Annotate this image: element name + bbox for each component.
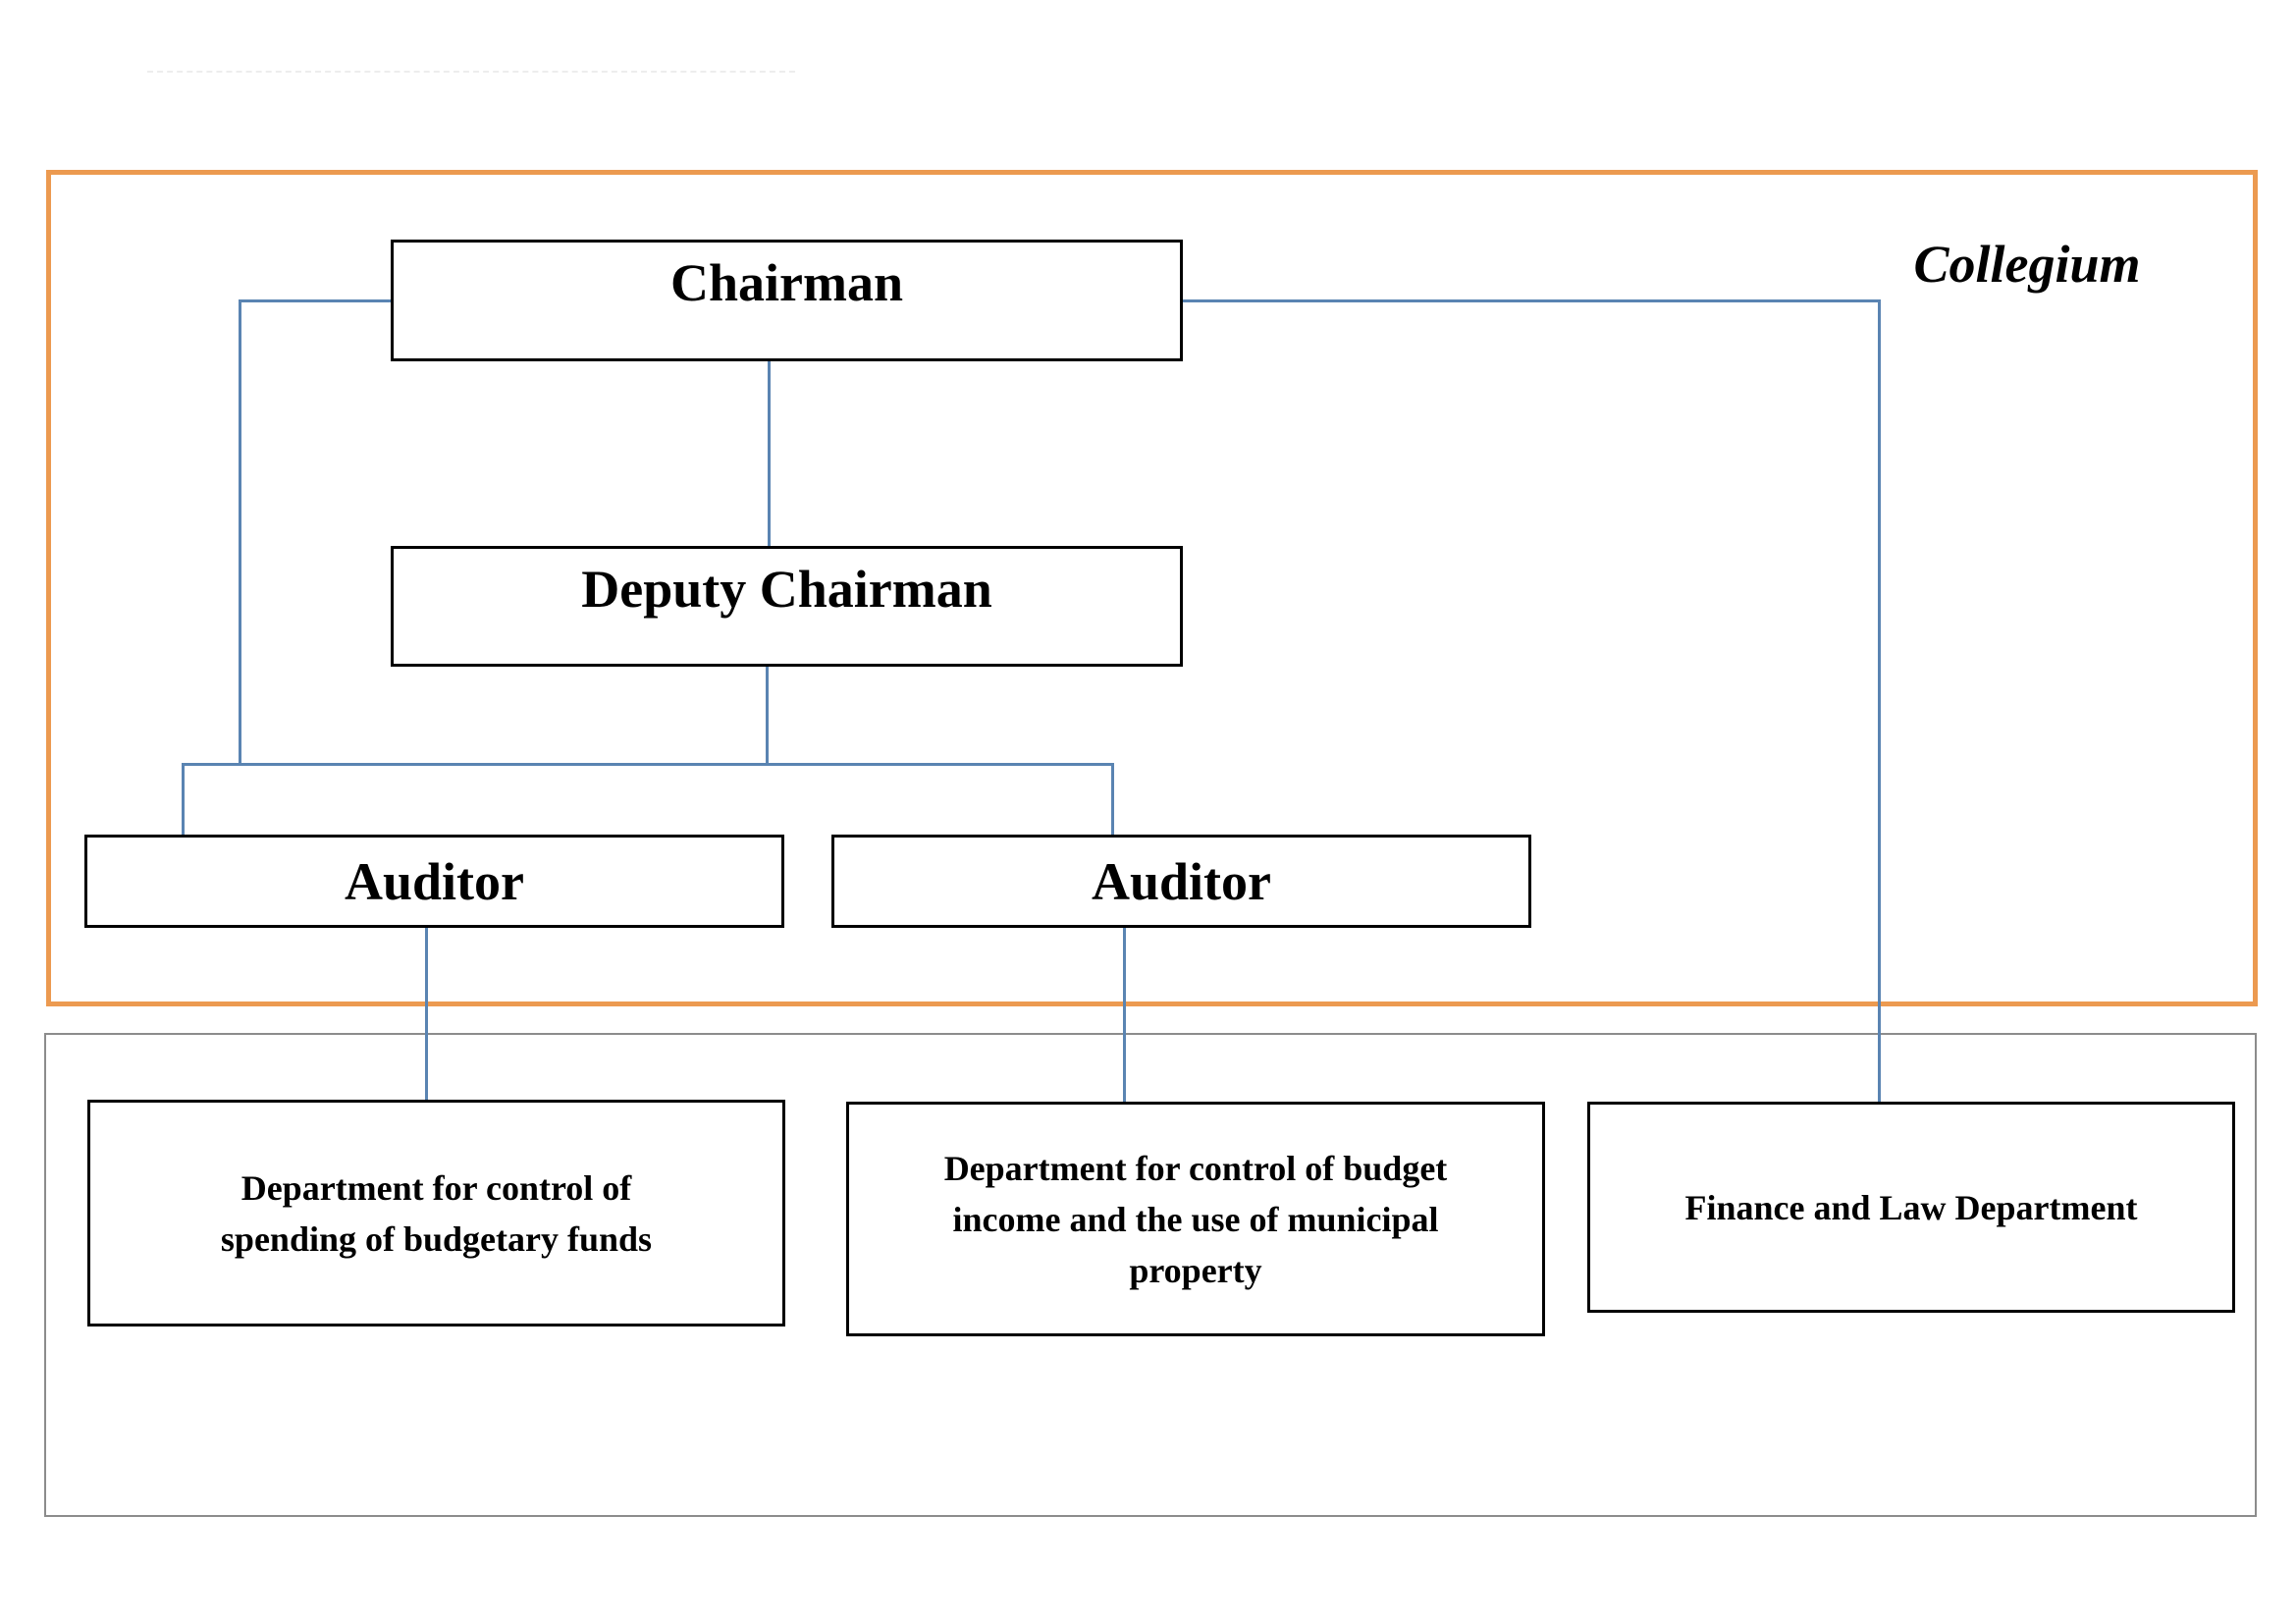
node-auditor-left: Auditor <box>84 835 784 928</box>
dept-spending-line2: spending of budgetary funds <box>220 1218 653 1259</box>
node-finance-law: Finance and Law Department <box>1587 1102 2235 1313</box>
connector-junction-to-auditor-right <box>1111 763 1114 838</box>
node-chairman: Chairman <box>391 240 1183 361</box>
dept-income-line2: income and the use of municipal <box>952 1199 1439 1239</box>
node-dept-spending: Department for control of spending of bu… <box>87 1100 785 1326</box>
collegium-frame <box>46 170 2258 1006</box>
connector-chairman-left-v <box>239 299 241 766</box>
connector-deputy-to-junction <box>766 665 769 765</box>
connector-chairman-to-finance-v <box>1878 299 1881 1104</box>
auditor-right-label: Auditor <box>1091 851 1271 911</box>
connector-chairman-left-h <box>239 299 396 302</box>
connector-chairman-right-h <box>1181 299 1881 302</box>
connector-auditor-right-to-dept <box>1123 926 1126 1105</box>
dept-spending-label: Department for control of spending of bu… <box>221 1163 652 1265</box>
node-dept-income: Department for control of budget income … <box>846 1102 1545 1336</box>
connector-auditor-left-to-dept <box>425 926 428 1103</box>
deputy-chairman-label: Deputy Chairman <box>581 559 992 619</box>
connector-junction-to-auditor-left <box>182 763 185 838</box>
departments-frame <box>44 1033 2257 1517</box>
finance-law-label: Finance and Law Department <box>1684 1187 2138 1227</box>
auditor-left-label: Auditor <box>344 851 524 911</box>
chairman-label: Chairman <box>669 253 903 312</box>
scan-artifact-line <box>147 71 795 73</box>
node-deputy-chairman: Deputy Chairman <box>391 546 1183 667</box>
dept-spending-line1: Department for control of <box>240 1167 632 1208</box>
dept-income-label: Department for control of budget income … <box>944 1143 1448 1296</box>
dept-income-line3: property <box>1129 1250 1262 1290</box>
connector-chairman-to-deputy <box>768 359 771 548</box>
dept-income-line1: Department for control of budget <box>943 1148 1448 1188</box>
node-auditor-right: Auditor <box>831 835 1531 928</box>
connector-junction-h <box>182 763 1114 766</box>
collegium-label: Collegium <box>1913 235 2141 294</box>
